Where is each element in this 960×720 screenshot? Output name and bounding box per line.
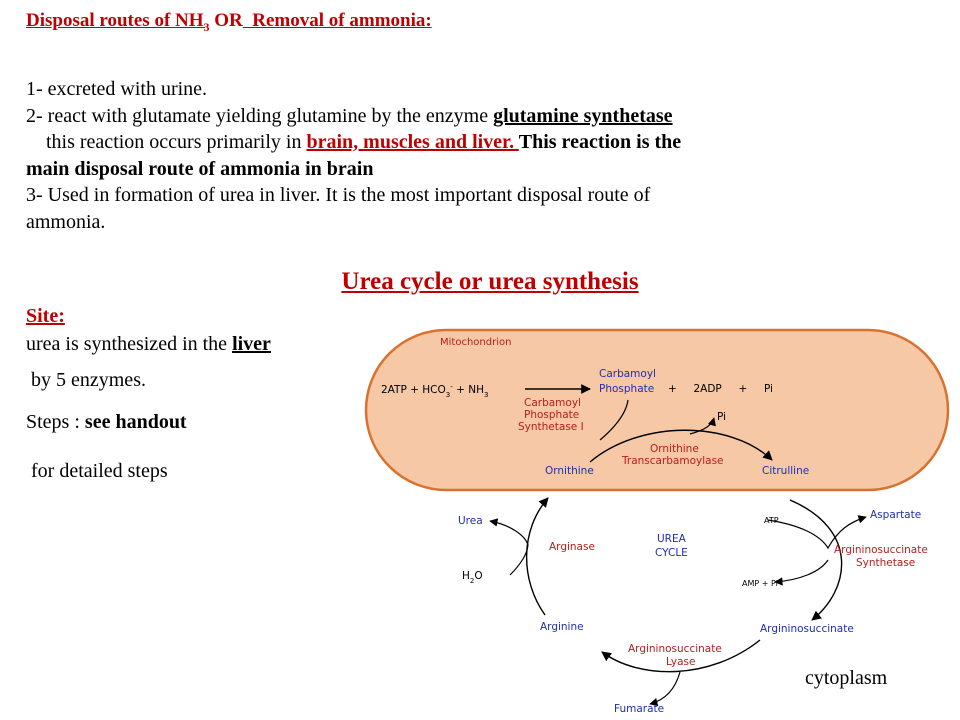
citrulline-to-argininosuccinate-arrow: [789, 499, 843, 621]
disposal-routes: 1- excreted with urine. 2- react with gl…: [26, 76, 926, 235]
cps1-line1: Carbamoyl: [524, 397, 581, 409]
reaction1-products: + 2ADP + Pi: [668, 383, 773, 395]
aspartate-label: Aspartate: [870, 509, 921, 521]
steps-line: Steps : see handout: [26, 411, 187, 434]
ornithine-label: Ornithine: [545, 465, 594, 477]
asl-line1: Argininosuccinate: [628, 643, 722, 655]
reactants-sub: 3: [446, 391, 450, 399]
reactants-main: 2ATP + HCO: [381, 384, 446, 396]
route-2-bold: This reaction is the: [518, 131, 682, 153]
carbamoyl-phosphate-line1: Carbamoyl: [599, 368, 656, 380]
ass-line2: Synthetase: [856, 557, 915, 569]
route-2-sites: brain, muscles and liver.: [306, 131, 519, 153]
argininosuccinate-to-arginine-arrow: [601, 639, 761, 673]
route-2-enzyme: glutamine synthetase: [493, 104, 673, 127]
reactants-label: 2ATP + HCO3- + NH3: [381, 383, 488, 399]
arginine-label: Arginine: [540, 621, 584, 633]
urea-release-arrow: [489, 518, 529, 576]
reactants-tail: + NH: [453, 384, 484, 396]
h2o-sub: 2: [470, 577, 474, 585]
fumarate-release-arrow: [649, 671, 681, 707]
urea-label: Urea: [458, 515, 483, 527]
cps1-line2: Phosphate: [524, 409, 579, 421]
site-label: Site:: [26, 305, 65, 327]
urea-cycle-title: Urea cycle or urea synthesis: [341, 268, 639, 295]
h2o-tail: O: [474, 570, 482, 582]
heading-part1: Disposal routes of NH: [26, 10, 204, 31]
route-2-main-disposal: main disposal route of ammonia in brain: [26, 157, 374, 180]
site-line-1: urea is synthesized in the liver: [26, 333, 271, 356]
site-line-2: by 5 enzymes.: [26, 369, 146, 391]
argininosuccinate-label: Argininosuccinate: [760, 623, 854, 635]
carbamoyl-to-otc: [599, 399, 629, 441]
site-organ: liver: [232, 333, 271, 355]
route-3: 3- Used in formation of urea in liver. I…: [26, 184, 651, 206]
pi-label: Pi: [717, 411, 726, 423]
route-2-detail-text: this reaction occurs primarily in: [26, 131, 307, 153]
h2o-label: H2O: [462, 570, 483, 585]
fumarate-label: Fumarate: [614, 703, 664, 715]
aspartate-entry-arrow: [767, 515, 867, 550]
ornithine-to-citrulline-arrow: [589, 429, 773, 463]
route-2-detail: this reaction occurs primarily in brain,…: [26, 129, 926, 156]
cytoplasm-label: cytoplasm: [805, 667, 888, 689]
amp-release-arrow: [774, 559, 829, 586]
asl-line2: Lyase: [666, 656, 695, 668]
carbamoyl-phosphate-line2: Phosphate: [599, 383, 654, 395]
amp-label: AMP + Pi: [742, 579, 778, 588]
pi-release-arrow: [689, 417, 716, 435]
steps-handout: see handout: [84, 411, 187, 433]
route-2: 2- react with glutamate yielding glutami…: [26, 103, 926, 130]
heading-part2: OR: [209, 10, 243, 31]
citrulline-label: Citrulline: [762, 465, 809, 477]
page-heading: Disposal routes of NH3 OR Removal of amm…: [26, 10, 432, 35]
mitochondrion-shape: [364, 328, 950, 492]
heading-part3: Removal of ammonia:: [242, 10, 432, 31]
otc-line1: Ornithine: [650, 443, 699, 455]
route-3-end: ammonia.: [26, 210, 106, 233]
reactants-sup: -: [450, 383, 453, 391]
cps1-line3: Synthetase I: [518, 421, 584, 433]
heading-sub: 3: [203, 19, 210, 34]
otc-line2: Transcarbamoylase: [621, 455, 724, 467]
route-1: 1- excreted with urine.: [26, 78, 208, 100]
site-line-1-text: urea is synthesized in the: [26, 333, 233, 355]
mitochondrion-label: Mitochondrion: [440, 337, 511, 348]
atp-label: ATP: [764, 516, 779, 525]
ass-line1: Argininosuccinate: [834, 544, 928, 556]
reactants-tail-sub: 3: [484, 391, 488, 399]
arginase-label: Arginase: [549, 541, 595, 553]
arginine-to-ornithine-arrow: [525, 497, 549, 616]
detail-line: for detailed steps: [26, 460, 168, 482]
steps-text: Steps :: [26, 411, 85, 433]
route-2-text: 2- react with glutamate yielding glutami…: [26, 104, 494, 127]
cycle-label-1: UREA: [657, 533, 687, 545]
h2o-main: H: [462, 570, 470, 582]
cycle-label-2: CYCLE: [655, 547, 688, 559]
